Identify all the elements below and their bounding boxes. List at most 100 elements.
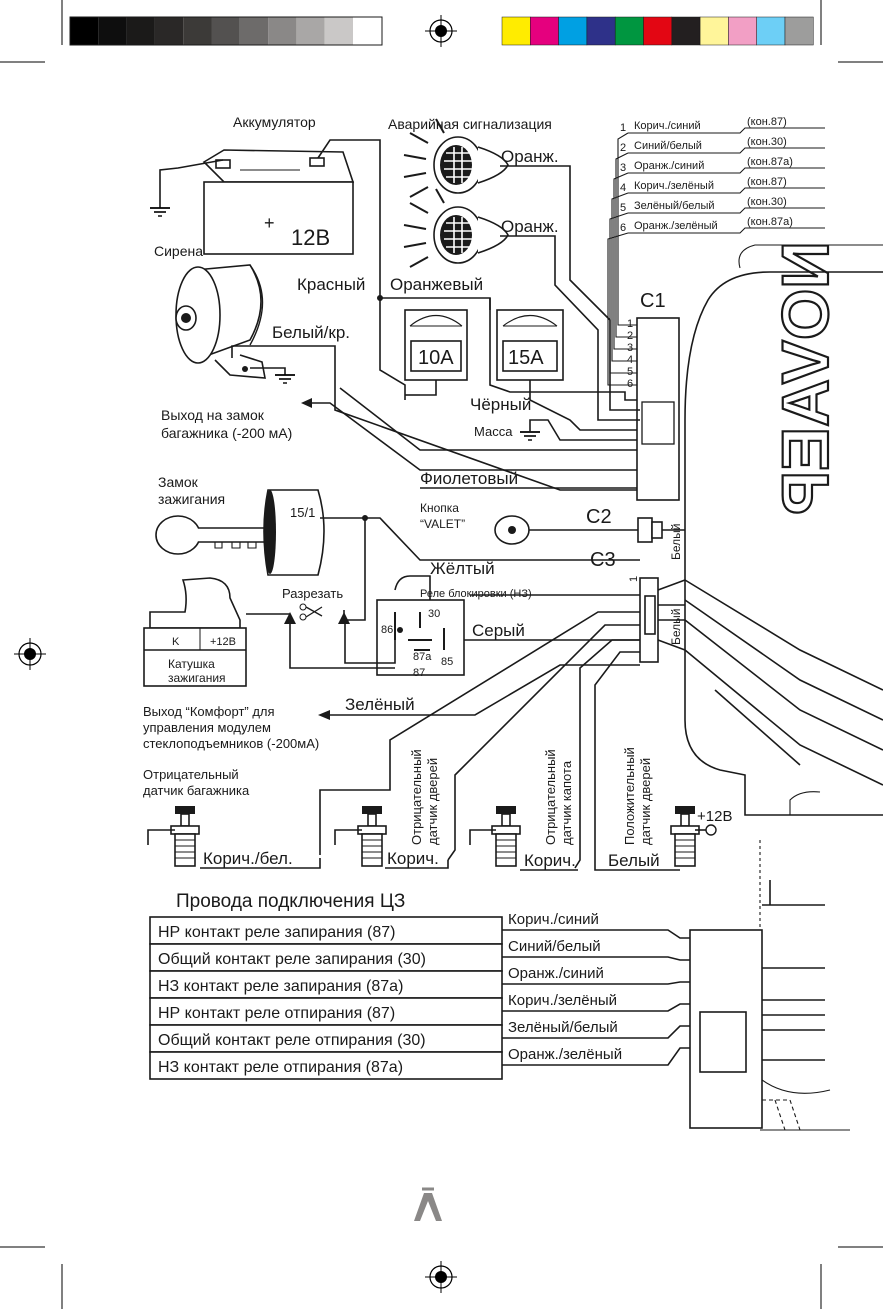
wire-red-label: Красный [297, 275, 365, 294]
color-swatch [671, 16, 701, 46]
trunk-lock-line1: Выход на замок [161, 407, 265, 423]
color-swatch [728, 16, 757, 46]
c1-wire-line [628, 147, 825, 154]
sensor-doors-negative: Отрицательный датчик дверей Корич. [334, 749, 449, 869]
fuse-10a: 10А [404, 309, 468, 381]
comfort-wire: Зелёный [345, 695, 415, 714]
c1-wire-contact: (кон.87а) [747, 156, 793, 168]
cl-row-wire: Оранж./синий [508, 965, 604, 982]
sensor-doors-pos-line2: датчик дверей [638, 758, 653, 845]
c1-wire-num: 4 [620, 182, 626, 194]
ignition-switch: Замок зажигания 15/1 Жёлтый [155, 474, 640, 621]
fuse-15a-label: 15А [508, 347, 544, 369]
c1-wire-run [617, 132, 637, 326]
cl-row-wire: Корич./синий [508, 911, 599, 928]
sensor-trunk: Отрицательный датчик багажника Корич./бе… [143, 767, 321, 869]
cl-row-cell [149, 943, 503, 972]
c3-label: С3 [590, 549, 616, 571]
ignition-line1: Замок [158, 474, 199, 490]
connector-c3: С3 1 Белый [590, 549, 686, 663]
c1-wire-contact: (кон.87) [747, 116, 787, 128]
door-switch-icon [670, 806, 700, 867]
door-switch-icon [170, 806, 200, 867]
siren-title: Сирена [154, 243, 203, 259]
cl-row-wire: Корич./зелёный [508, 992, 617, 1009]
sensor-doors-pos-plus: +12В [697, 808, 732, 825]
c1-label: С1 [640, 290, 666, 312]
c1-wire-name: Зелёный/белый [634, 200, 715, 212]
hazard-wire-top: Оранж. [501, 147, 559, 166]
relay-pin-30: 30 [428, 608, 440, 620]
cl-row-label: Общий контакт реле запирания (30) [158, 951, 426, 968]
cl-row-wire-line [502, 929, 690, 939]
registration-mark-top [425, 15, 457, 47]
c1-wire-run [609, 212, 637, 374]
gray-swatch [183, 17, 212, 45]
relay-pin-87: 87 [413, 667, 425, 679]
c1-wire-run [607, 232, 637, 386]
sensor-trunk-line1: Отрицательный [143, 767, 239, 782]
cl-row-wire: Оранж./зелёный [508, 1046, 622, 1063]
hazard-title: Аварийная сигнализация [388, 116, 552, 132]
c1-wire-run [615, 152, 637, 338]
hazard-wire-bottom: Оранж. [501, 217, 559, 236]
trunk-lock-line2: багажника (-200 мА) [161, 425, 292, 441]
color-swatch [699, 16, 729, 46]
wire-orange-label: Оранжевый [390, 275, 483, 294]
gray-swatch [154, 17, 184, 45]
coil-line2: зажигания [168, 671, 226, 685]
ground-icon [520, 431, 540, 441]
fuse-15a: 15А [496, 309, 564, 381]
gray-swatch [239, 17, 269, 45]
cl-row-label: НЗ контакт реле отпирания (87а) [158, 1059, 403, 1076]
siren-wire: Белый/кр. [272, 323, 350, 342]
battery-plus: + [264, 213, 275, 233]
c1-wire-line [628, 167, 825, 174]
relay-wire: Серый [472, 621, 525, 640]
c1-pin-label: 1 [627, 318, 633, 330]
color-bar [501, 16, 814, 46]
registration-mark-bottom [425, 1261, 457, 1293]
sensor-wires [319, 611, 680, 871]
c1-wire-num: 5 [620, 202, 626, 214]
trunk-lock-wire: Фиолетовый [420, 469, 518, 488]
relay-pin-85: 85 [441, 656, 453, 668]
sensor-doors-pos-line1: Положительный [622, 747, 637, 845]
cut-label: Разрезать [282, 586, 343, 601]
sensor-doors-neg-line1: Отрицательный [409, 749, 424, 845]
cl-row-wire-line [502, 1003, 690, 1012]
cl-row-label: НЗ контакт реле запирания (87а) [158, 978, 403, 995]
trunk-lock-output: Выход на замок багажника (-200 мА) Фиоле… [161, 387, 637, 489]
page-mark-icon [414, 1187, 442, 1221]
color-swatch [558, 16, 588, 46]
cl-row-wire: Синий/белый [508, 938, 601, 955]
c1-wire-name: Корич./синий [634, 120, 701, 132]
comfort-line1: Выход “Комфорт” для [143, 704, 275, 719]
cl-table-title: Провода подключения ЦЗ [176, 891, 405, 912]
c1-wire-run [613, 172, 637, 350]
c1-wire-contact: (кон.30) [747, 196, 787, 208]
c1-wire-name: Корич./зелёный [634, 180, 714, 192]
wire-black-label: Чёрный [470, 395, 531, 414]
c1-wire-num: 2 [620, 142, 626, 154]
c3-wire: Белый [669, 609, 683, 645]
hazard-lamp-icon [403, 118, 509, 198]
gray-swatch [126, 17, 155, 45]
sensor-doors-neg-wire: Корич. [387, 849, 439, 868]
color-swatch [784, 16, 814, 46]
c1-wire-contact: (кон.30) [747, 136, 787, 148]
cut-point: Разрезать [282, 586, 395, 669]
blocking-relay: Реле блокировки (НЗ) 30 86 87a 87 85 Сер… [344, 575, 640, 679]
battery-voltage: 12В [291, 225, 330, 250]
hazard-lamp-icon [403, 188, 509, 268]
registration-mark-left [14, 638, 46, 670]
valet-button: Кнопка “VALET” С2 Белый [420, 501, 685, 560]
c1-wire-line [628, 227, 825, 234]
cl-row-label: НР контакт реле запирания (87) [158, 924, 396, 941]
brand-fragment: NOVAEP [768, 241, 842, 515]
color-swatch [530, 16, 559, 46]
